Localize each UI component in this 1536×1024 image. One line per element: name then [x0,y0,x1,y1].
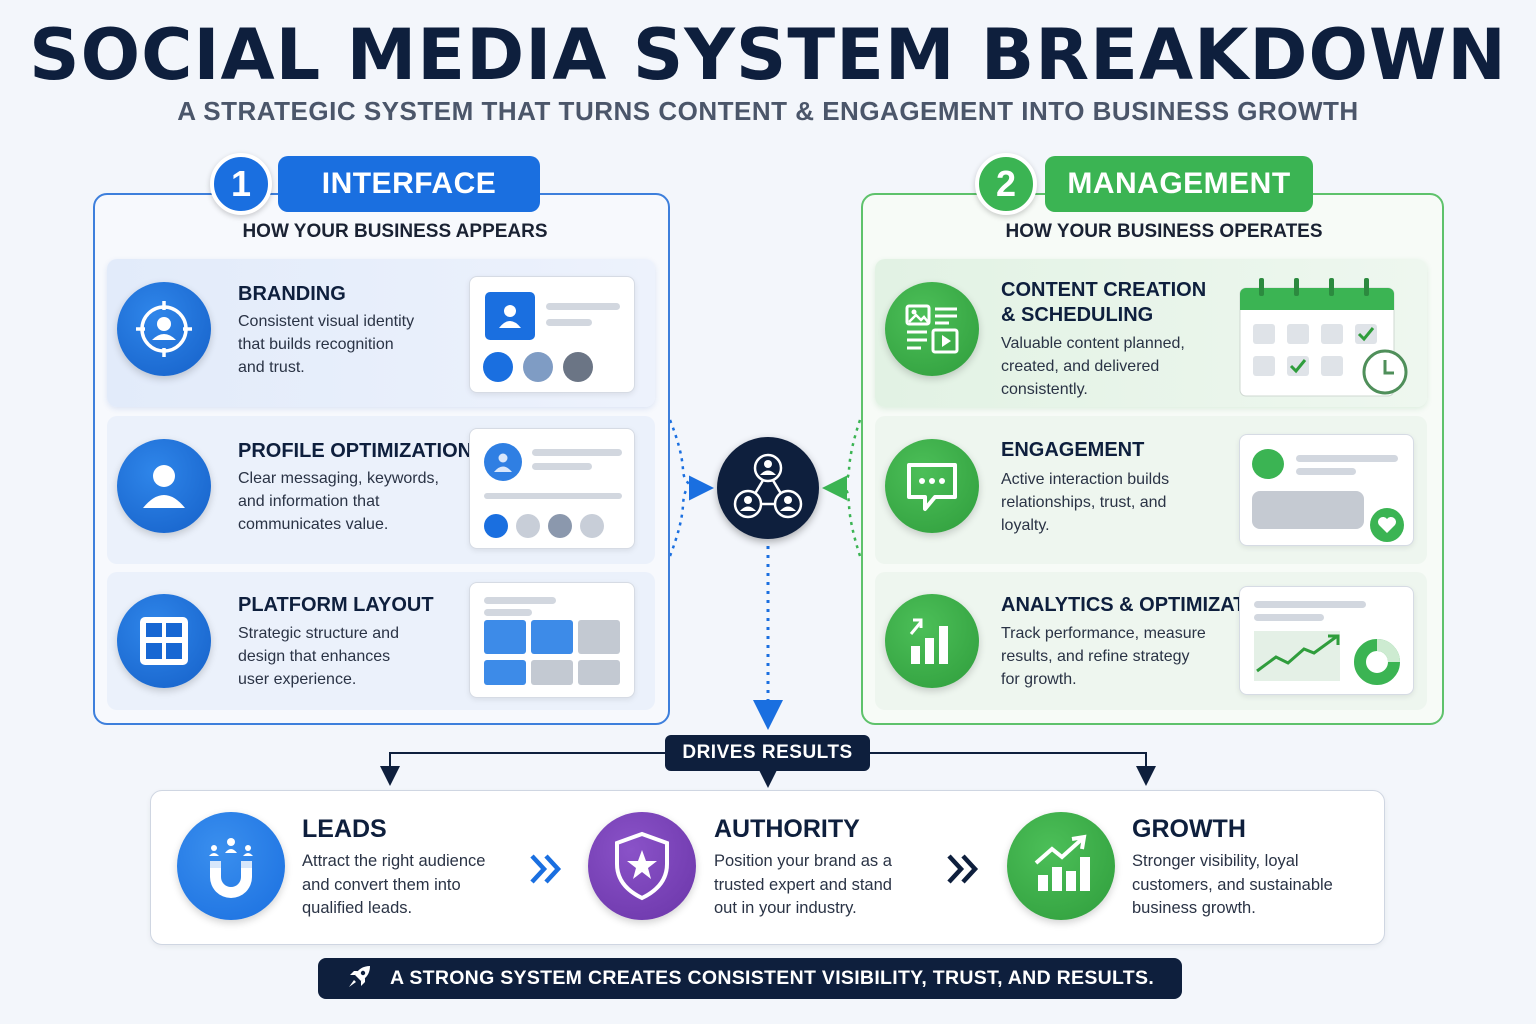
desc-line: qualified leads. [302,899,413,917]
avatar [485,292,535,340]
authority-title: AUTHORITY [714,815,860,843]
layout-mockup [469,582,635,698]
growth-desc: Stronger visibility, loyal customers, an… [1132,850,1333,921]
management-subtitle: HOW YOUR BUSINESS OPERATES [1005,221,1323,242]
heart-icon [1370,508,1404,542]
donut-chart [1354,639,1400,685]
branding-desc: Consistent visual identity that builds r… [238,310,414,379]
shield-star-icon [588,812,696,920]
rocket-icon [346,962,374,996]
engagement-mockup [1239,434,1414,546]
engagement-desc: Active interaction builds relationships,… [1001,468,1169,537]
chevron-right-icon [528,852,566,891]
desc-line: consistently. [1001,381,1088,398]
desc-line: created, and delivered [1001,358,1160,375]
network-users-icon [717,437,819,539]
analytics-desc: Track performance, measure results, and … [1001,622,1206,691]
desc-line: loyalty. [1001,517,1050,534]
desc-line: out in your industry. [714,899,857,917]
branding-title: BRANDING [238,283,346,305]
chat-icon [1252,449,1284,479]
desc-line: business growth. [1132,899,1256,917]
desc-line: Active interaction builds [1001,471,1170,488]
page-title: SOCIAL MEDIA SYSTEM BREAKDOWN [29,14,1507,96]
desc-line: Clear messaging, keywords, [238,470,439,487]
desc-line: relationships, trust, and [1001,494,1167,511]
platform-layout-title: PLATFORM LAYOUT [238,594,434,616]
management-header: MANAGEMENT [1045,156,1313,212]
profile-optimization-title: PROFILE OPTIMIZATION [238,440,473,462]
profile-optimization-desc: Clear messaging, keywords, and informati… [238,467,439,536]
growth-title: GROWTH [1132,815,1246,843]
desc-line: Valuable content planned, [1001,335,1185,352]
authority-desc: Position your brand as a trusted expert … [714,850,892,921]
magnet-icon [177,812,285,920]
avatar [484,443,522,481]
content-creation-title: CONTENT CREATION & SCHEDULING [1001,278,1206,328]
desc-line: Track performance, measure [1001,625,1206,642]
trend-line [1256,634,1340,673]
target-user-icon [117,282,211,376]
branding-mockup [469,276,635,393]
leads-title: LEADS [302,815,387,843]
interface-number-badge: 1 [210,153,272,215]
interface-header: INTERFACE [278,156,540,212]
content-creation-desc: Valuable content planned, created, and d… [1001,332,1185,401]
footer-banner: A STRONG SYSTEM CREATES CONSISTENT VISIB… [318,958,1182,999]
desc-line: for growth. [1001,671,1077,688]
interface-label: INTERFACE [321,167,497,200]
analytics-title: ANALYTICS & OPTIMIZATION [1001,593,1281,618]
leads-desc: Attract the right audience and convert t… [302,850,485,921]
management-number-badge: 2 [975,153,1037,215]
desc-line: Consistent visual identity [238,313,415,330]
calendar-icon [1239,276,1408,397]
desc-line: Strategic structure and [238,625,399,642]
analytics-mockup [1239,586,1414,695]
swatch-blue [483,352,513,382]
drives-results-label: DRIVES RESULTS [665,735,870,771]
profile-mockup [469,428,635,549]
desc-line: and trust. [238,359,305,376]
results-panel [150,790,1385,945]
layout-grid-icon [117,594,211,688]
desc-line: trusted expert and stand [714,875,892,894]
desc-line: Position your brand as a [714,852,892,870]
content-media-icon [885,282,979,376]
user-icon [117,439,211,533]
engagement-title: ENGAGEMENT [1001,438,1144,463]
desc-line: and information that [238,493,380,510]
swatch-gray [563,352,593,382]
title-line: CONTENT CREATION [1001,279,1207,301]
swatch-steel [523,352,553,382]
title-line: ANALYTICS & OPTIMIZATION [1001,594,1281,616]
interface-subtitle: HOW YOUR BUSINESS APPEARS [242,221,548,242]
desc-line: and convert them into [302,875,461,894]
desc-line: communicates value. [238,516,389,533]
desc-line: customers, and sustainable [1132,875,1333,894]
page-subtitle: A STRATEGIC SYSTEM THAT TURNS CONTENT & … [177,96,1359,126]
footer-text: A STRONG SYSTEM CREATES CONSISTENT VISIB… [389,967,1155,989]
chat-bubble-icon [885,439,979,533]
title-line: ENGAGEMENT [1001,439,1145,461]
desc-line: user experience. [238,671,357,688]
desc-line: Attract the right audience [302,852,486,870]
management-label: MANAGEMENT [1067,167,1291,200]
growth-chart-icon [1007,812,1115,920]
platform-layout-desc: Strategic structure and design that enha… [238,622,399,691]
chevron-right-icon [945,852,983,891]
desc-line: results, and refine strategy [1001,648,1190,665]
desc-line: that builds recognition [238,336,394,353]
title-line: & SCHEDULING [1001,304,1154,326]
desc-line: design that enhances [238,648,391,665]
desc-line: Stronger visibility, loyal [1132,852,1299,870]
bar-chart-icon [885,594,979,688]
